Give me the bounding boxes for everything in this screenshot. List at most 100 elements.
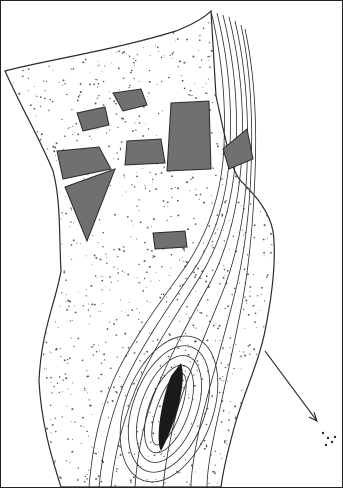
rock-block: [167, 101, 211, 171]
stipple-dot: [223, 265, 224, 266]
stipple-dot: [71, 210, 72, 211]
stipple-dot: [100, 390, 102, 392]
stipple-dot: [240, 355, 242, 357]
stipple-dot: [77, 338, 79, 340]
stipple-dot: [43, 80, 44, 81]
stipple-dot: [147, 96, 148, 97]
stipple-dot: [215, 323, 216, 324]
stipple-dot: [229, 249, 230, 250]
stipple-dot: [211, 56, 212, 57]
stipple-dot: [71, 259, 72, 260]
stipple-dot: [184, 88, 186, 90]
stipple-dot: [117, 127, 118, 128]
stipple-dot: [263, 252, 265, 254]
stipple-dot: [225, 200, 226, 201]
stipple-dot: [102, 276, 103, 277]
stipple-dot: [261, 294, 262, 295]
stipple-dot: [182, 80, 184, 82]
stipple-dot: [60, 306, 61, 307]
stipple-dot: [190, 294, 191, 295]
stipple-dot: [228, 430, 230, 432]
stipple-dot: [215, 232, 217, 234]
stipple-dot: [205, 281, 207, 283]
stipple-dot: [139, 312, 140, 313]
stipple-dot: [147, 301, 148, 302]
stipple-dot: [221, 215, 223, 217]
stipple-dot: [230, 401, 231, 402]
stipple-dot: [150, 281, 151, 282]
stipple-dot: [61, 292, 62, 293]
stipple-dot: [199, 39, 201, 41]
stipple-dot: [146, 271, 148, 273]
stipple-dot: [217, 105, 218, 106]
stipple-dot: [147, 479, 148, 480]
stipple-dot: [78, 96, 80, 98]
stipple-dot: [61, 119, 62, 120]
stipple-dot: [174, 434, 175, 435]
stipple-dot: [144, 278, 146, 280]
stipple-dot: [239, 282, 240, 283]
stipple-dot: [195, 194, 197, 196]
stipple-dot: [200, 194, 202, 196]
stipple-dot: [63, 79, 65, 81]
stipple-dot: [217, 229, 218, 230]
stipple-dot: [185, 350, 186, 351]
stipple-dot: [142, 135, 144, 137]
stipple-dot: [139, 81, 140, 82]
stipple-dot: [28, 90, 29, 91]
stipple-dot: [146, 287, 147, 288]
stipple-dot: [50, 377, 52, 379]
stipple-dot: [103, 81, 105, 83]
stipple-dot: [149, 266, 151, 268]
stipple-dot: [90, 316, 91, 317]
stipple-dot: [50, 99, 51, 100]
stipple-dot: [89, 399, 90, 400]
stipple-dot: [105, 287, 106, 288]
stipple-dot: [146, 351, 148, 353]
stipple-dot: [225, 275, 226, 276]
stipple-dot: [170, 216, 171, 217]
arrow: [265, 351, 317, 421]
stipple-dot: [185, 370, 186, 371]
stipple-dot: [134, 453, 135, 454]
stipple-dot: [213, 247, 215, 249]
stipple-dot: [34, 108, 36, 110]
stipple-dot: [215, 451, 216, 452]
stipple-dot: [96, 351, 98, 353]
stipple-dot: [142, 429, 143, 430]
stipple-dot: [62, 380, 63, 381]
stipple-dot: [91, 405, 92, 406]
stipple-dot: [151, 250, 153, 252]
stipple-dot: [224, 440, 226, 442]
stipple-dot: [118, 248, 120, 250]
stipple-dot: [89, 83, 91, 85]
rock-block: [153, 231, 187, 249]
stipple-dot: [98, 65, 99, 66]
stipple-dot: [56, 142, 58, 144]
stipple-dot: [197, 360, 199, 362]
stipple-dot: [270, 252, 272, 254]
stipple-dot: [124, 246, 125, 247]
stipple-dot: [80, 425, 81, 426]
stipple-dot: [212, 270, 214, 272]
stipple-dot: [253, 348, 255, 350]
stipple-dot: [148, 92, 149, 93]
stipple-dot: [65, 301, 66, 302]
stipple-dot: [50, 419, 51, 420]
stipple-dot: [86, 295, 87, 296]
stipple-dot: [137, 277, 138, 278]
stipple-dot: [256, 354, 257, 355]
stipple-dot: [239, 351, 240, 352]
stipple-dot: [138, 199, 139, 200]
stipple-dot: [131, 184, 132, 185]
stipple-dot: [157, 84, 158, 85]
stipple-dot: [194, 385, 196, 387]
stipple-dot: [46, 81, 47, 82]
stipple-dot: [198, 364, 199, 365]
stipple-dot: [224, 201, 226, 203]
stipple-dot: [182, 257, 183, 258]
stipple-dot: [178, 458, 179, 459]
stipple-dot: [89, 136, 90, 137]
stipple-dot: [99, 350, 100, 351]
stipple-dot: [36, 96, 37, 97]
